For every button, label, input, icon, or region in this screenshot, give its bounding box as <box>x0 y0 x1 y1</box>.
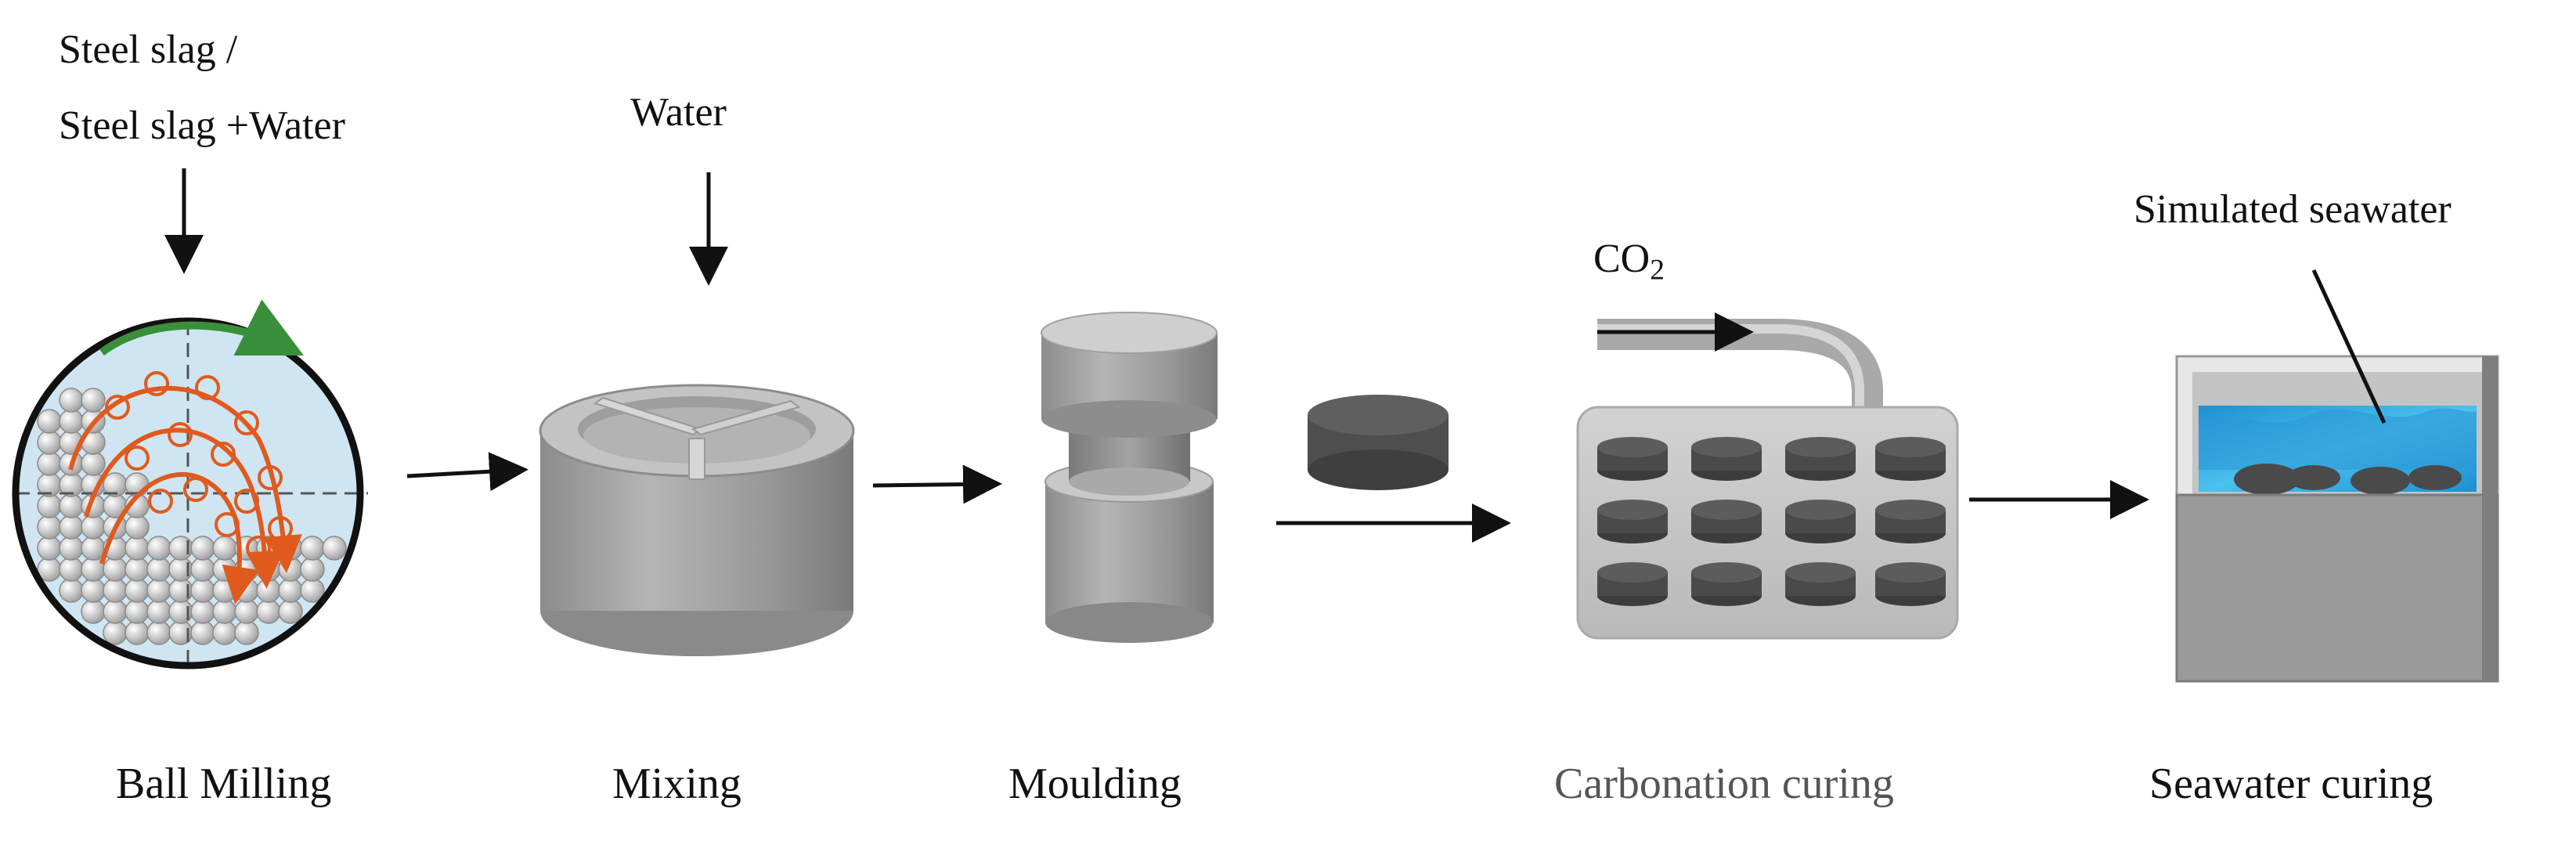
steel-ball <box>59 536 84 561</box>
mould-illustration <box>1041 312 1218 643</box>
steel-ball <box>190 578 215 603</box>
steel-ball <box>256 557 281 582</box>
tray-specimen <box>1691 500 1762 543</box>
steel-ball <box>103 578 128 603</box>
steel-ball <box>81 514 106 540</box>
steel-ball <box>212 536 237 561</box>
steel-ball <box>278 599 303 624</box>
steel-ball <box>59 578 84 603</box>
tray-specimen <box>1597 500 1668 543</box>
steel-ball <box>81 388 106 413</box>
step-label-ball-milling: Ball Milling <box>116 760 332 808</box>
steel-ball <box>212 557 237 582</box>
input-label-seawater: Simulated seawater <box>2134 187 2452 232</box>
steel-ball <box>190 536 215 561</box>
tray-specimen <box>1875 562 1946 606</box>
steel-ball <box>81 451 106 476</box>
steel-ball <box>124 599 150 624</box>
tray-specimen <box>1597 562 1668 606</box>
milling-trajectory-arrows <box>68 386 302 605</box>
tray-specimen <box>1785 437 1856 481</box>
tray-specimens <box>1597 437 1946 606</box>
steel-ball <box>103 599 128 624</box>
steel-ball <box>103 557 128 582</box>
steel-ball <box>124 557 150 582</box>
mixing-blades <box>593 396 801 480</box>
steel-ball <box>146 536 171 561</box>
step-label-mixing: Mixing <box>612 760 741 808</box>
steel-ball <box>146 620 171 645</box>
steel-ball <box>37 514 62 540</box>
steel-ball <box>59 409 84 434</box>
flow-arrows <box>164 168 2149 543</box>
steel-ball <box>81 536 106 561</box>
step-label-seawater-curing: Seawater curing <box>2149 760 2433 808</box>
steel-ball <box>37 430 62 455</box>
steel-ball <box>124 578 150 603</box>
steel-ball <box>234 620 259 645</box>
tray-specimen <box>1597 437 1668 481</box>
input-label-slag-line1: Steel slag / <box>59 27 238 72</box>
steel-ball <box>190 599 215 624</box>
tray-specimen <box>1875 437 1946 481</box>
step-label-carbonation-curing: Carbonation curing <box>1554 760 1894 808</box>
tray-specimen <box>1785 500 1856 543</box>
carbonation-chamber-illustration <box>1576 319 1959 640</box>
steel-ball <box>300 557 325 582</box>
steel-ball <box>212 578 237 603</box>
steel-ball <box>256 578 281 603</box>
steel-ball <box>59 557 84 582</box>
steel-ball <box>212 620 237 645</box>
steel-ball <box>59 514 84 540</box>
steel-ball <box>37 409 62 434</box>
input-label-co2: CO2 <box>1593 236 1665 287</box>
steel-ball <box>37 536 62 561</box>
steel-ball <box>212 599 237 624</box>
steel-ball <box>146 578 171 603</box>
steel-ball <box>146 599 171 624</box>
steel-ball <box>59 493 84 518</box>
steel-ball <box>190 620 215 645</box>
steel-ball <box>59 388 84 413</box>
steel-ball <box>124 620 150 645</box>
arrow-step2-3 <box>872 464 1002 504</box>
tray-specimen <box>1785 562 1856 606</box>
steel-ball <box>300 536 325 561</box>
arrow-step1-2 <box>406 452 529 492</box>
steel-ball <box>322 536 347 561</box>
steel-ball <box>278 557 303 582</box>
mixer-illustration <box>539 384 855 656</box>
input-label-water: Water <box>630 90 727 135</box>
steel-ball <box>124 536 150 561</box>
step-label-moulding: Moulding <box>1008 760 1182 808</box>
steel-ball <box>124 514 150 540</box>
tray-specimen <box>1691 437 1762 481</box>
steel-ball <box>278 578 303 603</box>
steel-ball <box>37 451 62 476</box>
tray-specimen <box>1691 562 1762 606</box>
steel-ball <box>37 493 62 518</box>
steel-ball <box>190 557 215 582</box>
steel-ball <box>234 599 259 624</box>
steel-ball <box>103 620 128 645</box>
tray-specimen <box>1875 500 1946 543</box>
specimen-illustration <box>1308 395 1449 490</box>
steel-ball <box>146 557 171 582</box>
input-label-slag-line2: Steel slag +Water <box>59 103 345 148</box>
steel-ball <box>81 599 106 624</box>
co2-pipe <box>1597 319 1883 411</box>
seawater-tank-illustration <box>2175 269 2499 683</box>
steel-ball <box>81 578 106 603</box>
rotation-arrow-icon <box>99 299 304 356</box>
ball-mill-illustration <box>12 299 368 670</box>
steel-ball <box>256 599 281 624</box>
